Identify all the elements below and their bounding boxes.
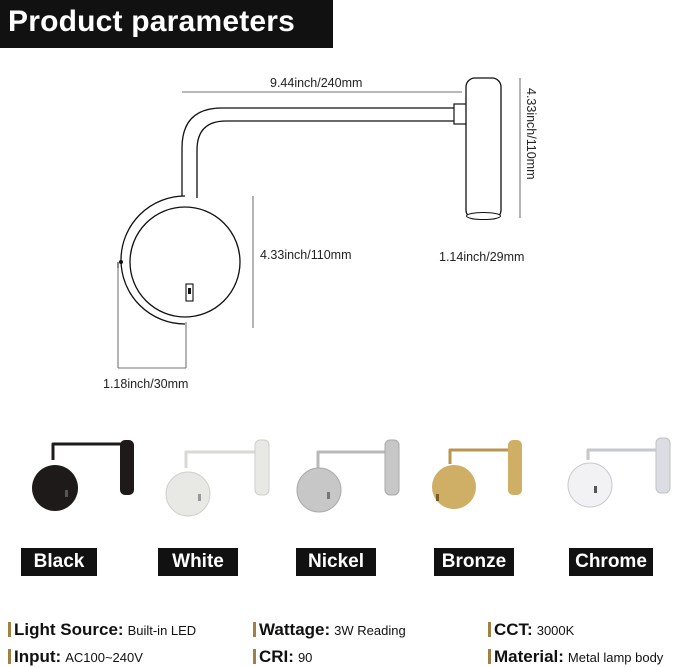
spec-cri: CRI:90: [253, 647, 312, 667]
variant-label-nickel: Nickel: [296, 548, 376, 576]
arm-outline-outer: [181, 107, 458, 200]
spec-input: Input:AC100~240V: [8, 647, 143, 667]
spec-marker: [253, 649, 256, 664]
spec-marker: [8, 649, 11, 664]
spec-marker: [488, 622, 491, 637]
variant-label-chrome: Chrome: [569, 548, 653, 576]
variant-nickel-image: [292, 430, 412, 530]
head-width-label: 1.14inch/29mm: [439, 250, 525, 264]
variant-label-bronze: Bronze: [434, 548, 514, 576]
variant-chrome-image: [560, 430, 679, 530]
variant-label-white: White: [158, 548, 238, 576]
base-screw: [119, 260, 123, 264]
variant-white-image: [160, 430, 280, 530]
spec-material: Material:Metal lamp body: [488, 647, 663, 667]
base-diameter-label: 4.33inch/110mm: [260, 248, 352, 262]
lamp-head-lens: [466, 212, 501, 220]
variant-bronze-image: [420, 430, 540, 530]
variant-label-black: Black: [21, 548, 97, 576]
page-title: Product parameters: [8, 5, 296, 38]
spec-cct: CCT:3000K: [488, 620, 574, 640]
arm-outline-inner: [196, 120, 458, 198]
spec-marker: [253, 622, 256, 637]
base-plate: [129, 206, 241, 318]
title-banner: Product parameters: [0, 0, 333, 48]
spec-marker: [8, 622, 11, 637]
base-depth-label: 1.18inch/30mm: [103, 377, 189, 391]
spec-light-source: Light Source:Built-in LED: [8, 620, 196, 640]
dimension-diagram: [117, 77, 521, 369]
spec-marker: [488, 649, 491, 664]
arm-length-label: 9.44inch/240mm: [270, 76, 363, 90]
head-height-label: 4.33inch/110mm: [524, 88, 538, 180]
arm-joint: [453, 103, 468, 125]
lamp-head: [465, 77, 502, 220]
variant-black-image: [25, 430, 145, 530]
spec-wattage: Wattage:3W Reading: [253, 620, 406, 640]
